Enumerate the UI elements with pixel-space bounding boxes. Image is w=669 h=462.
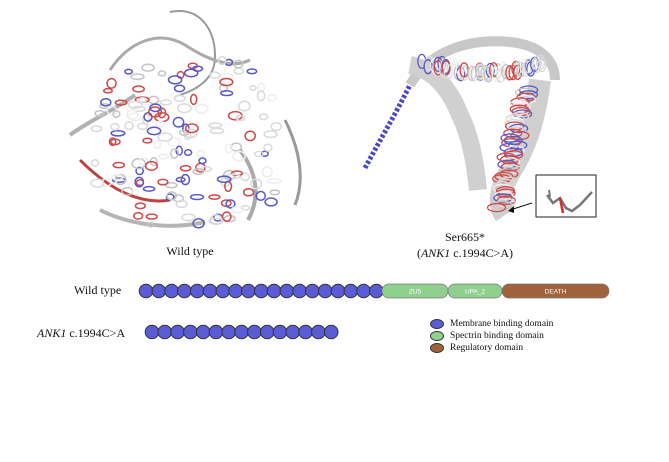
ankyrin-repeat bbox=[298, 324, 313, 340]
wild-type-structure bbox=[68, 10, 302, 229]
domain-label: DEATH bbox=[545, 289, 567, 296]
legend-item-spectrin: Spectrin binding domain bbox=[430, 331, 544, 341]
domain-death: DEATH bbox=[501, 283, 610, 299]
ankyrin-repeat bbox=[285, 324, 301, 340]
mutant-variant-label: (ANK1 c.1994C>A) bbox=[416, 246, 514, 260]
legend-label-membrane: Membrane binding domain bbox=[450, 319, 554, 329]
ankyrin-repeat bbox=[151, 283, 167, 299]
ankyrin-repeat bbox=[317, 283, 333, 299]
domain-zu5: ZU5 bbox=[381, 283, 449, 299]
mutant-gene-name: ANK1 bbox=[37, 326, 67, 340]
ankyrin-repeat bbox=[247, 324, 262, 340]
domain-upa-2: UPA_2 bbox=[447, 283, 503, 299]
ankyrin-repeat bbox=[343, 283, 359, 299]
ankyrin-repeat bbox=[170, 324, 185, 340]
ankyrin-repeat bbox=[330, 283, 346, 299]
gene-name: ANK1 bbox=[420, 246, 451, 260]
mutant-track-label: ANK1 c.1994C>A bbox=[37, 326, 126, 340]
ankyrin-repeat bbox=[272, 324, 288, 340]
ankyrin-repeat bbox=[208, 324, 224, 340]
ankyrin-repeat bbox=[221, 324, 237, 340]
mutant-structure-caption: Ser665* (ANK1 c.1994C>A) bbox=[395, 229, 535, 261]
ankyrin-repeat bbox=[279, 283, 295, 299]
ankyrin-repeat bbox=[215, 283, 231, 299]
ankyrin-repeat bbox=[259, 324, 275, 340]
inset-zoom bbox=[508, 174, 597, 218]
ankyrin-repeat bbox=[241, 283, 256, 299]
ankyrin-repeat bbox=[138, 283, 154, 299]
ankyrin-repeat bbox=[228, 283, 243, 299]
ankyrin-repeat bbox=[305, 283, 320, 299]
ankyrin-repeat bbox=[253, 283, 269, 299]
domain-label: ZU5 bbox=[409, 289, 422, 296]
legend-label-spectrin: Spectrin binding domain bbox=[450, 331, 544, 341]
ankyrin-repeat bbox=[356, 283, 371, 299]
ankyrin-repeat bbox=[157, 324, 173, 340]
legend-label-regulatory: Regulatory domain bbox=[450, 343, 524, 353]
ankyrin-repeat bbox=[292, 283, 307, 299]
mutant-domain-track bbox=[144, 323, 353, 341]
wild-type-structure-caption: Wild type bbox=[166, 244, 214, 258]
ankyrin-repeat bbox=[234, 324, 249, 340]
ankyrin-repeat bbox=[144, 324, 160, 340]
ankyrin-repeat bbox=[189, 283, 205, 299]
legend-swatch-regulatory bbox=[430, 343, 444, 353]
ankyrin-repeat bbox=[183, 324, 198, 340]
ankyrin-repeat bbox=[202, 283, 218, 299]
ankyrin-repeat bbox=[266, 283, 282, 299]
legend-item-membrane: Membrane binding domain bbox=[430, 319, 553, 329]
legend-item-regulatory: Regulatory domain bbox=[430, 343, 523, 353]
mutant-protein-change: Ser665* bbox=[445, 230, 485, 244]
legend-swatch-spectrin bbox=[430, 331, 444, 341]
ankyrin-repeat bbox=[177, 283, 192, 299]
ankyrin-repeat bbox=[323, 324, 339, 340]
wild-type-track-label: Wild type bbox=[74, 283, 122, 297]
domain-label: UPA_2 bbox=[465, 289, 485, 296]
legend-swatch-membrane bbox=[430, 319, 444, 329]
ankyrin-repeat bbox=[195, 324, 211, 340]
ankyrin-repeat bbox=[369, 283, 384, 299]
ankyrin-repeat bbox=[164, 283, 179, 299]
mutant-structure bbox=[362, 36, 560, 222]
wild-type-domain-track: ZU5 UPA_2 DEATH bbox=[138, 283, 610, 299]
ankyrin-repeat bbox=[311, 324, 326, 340]
